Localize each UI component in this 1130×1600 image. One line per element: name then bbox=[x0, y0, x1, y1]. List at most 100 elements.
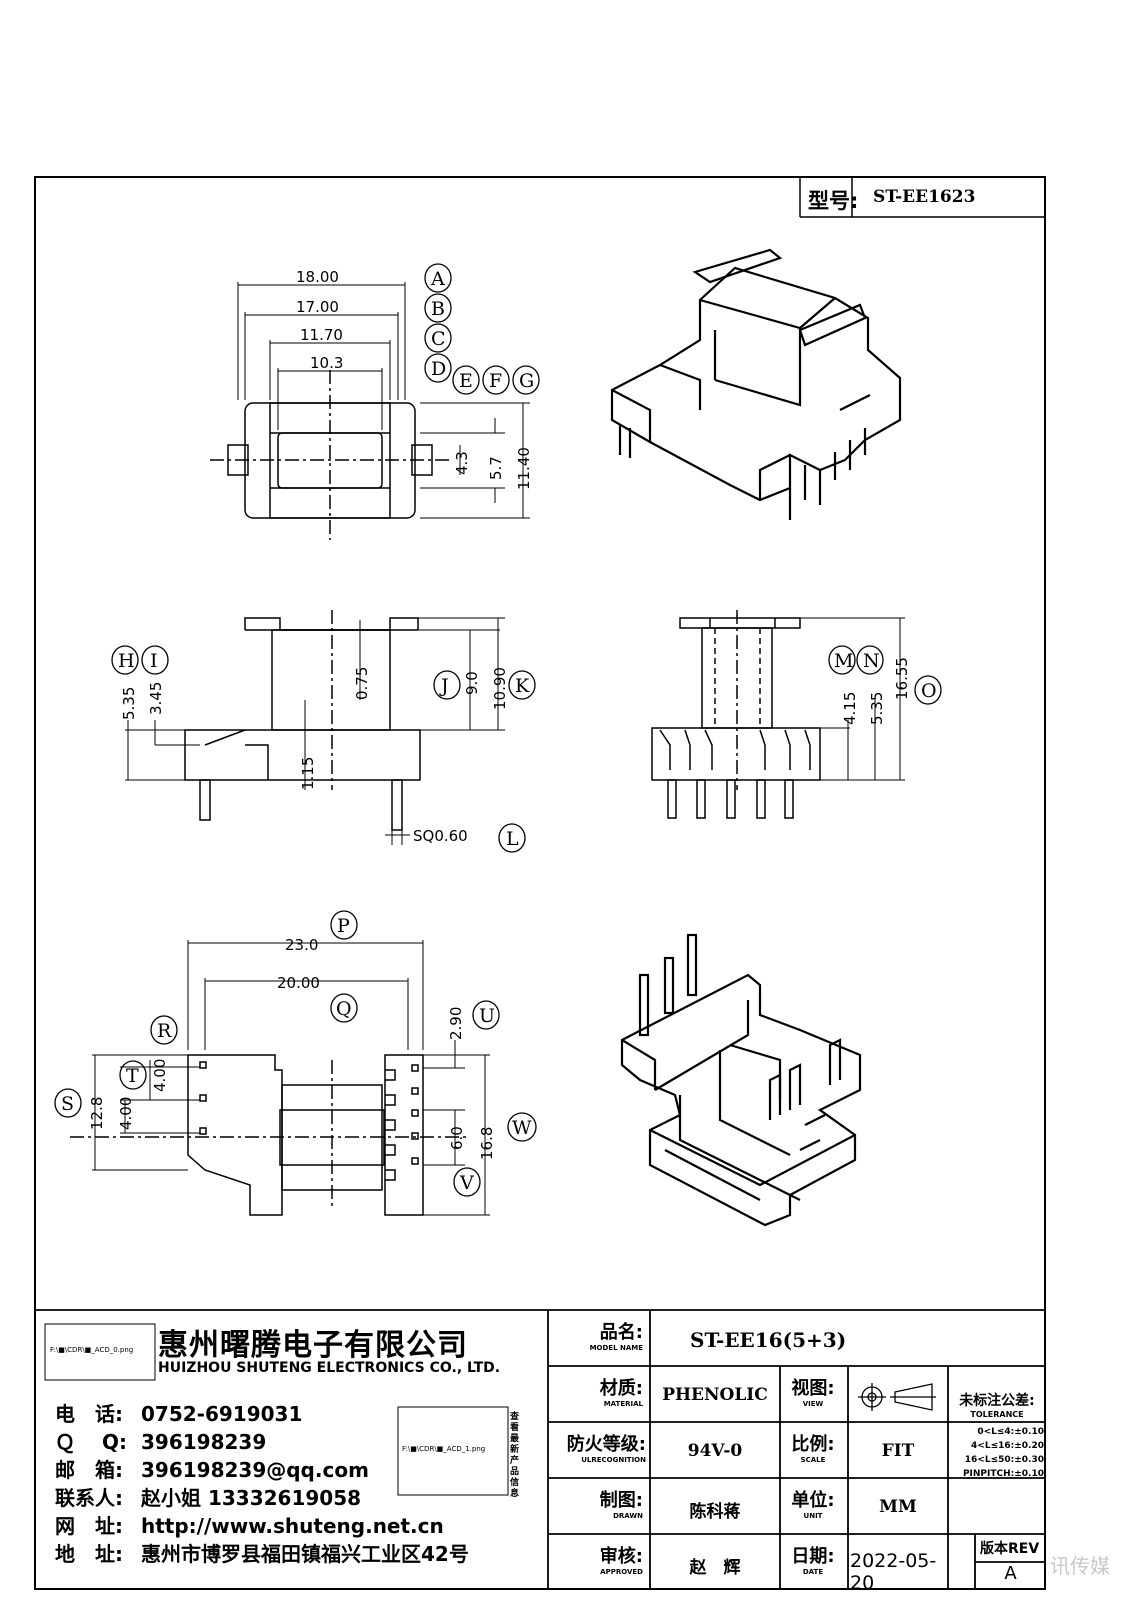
dim-3-45: 3.45 bbox=[147, 682, 165, 715]
tolerance-line-1: 0<L≤4:±0.10 bbox=[977, 1427, 1044, 1437]
balloon-u: U bbox=[472, 1000, 500, 1030]
svg-text:C: C bbox=[431, 328, 446, 350]
dim-2-90: 2.90 bbox=[447, 1007, 465, 1040]
dim-4-15: 4.15 bbox=[841, 692, 859, 725]
dim-10-3: 10.3 bbox=[310, 354, 343, 372]
dim-11-70: 11.70 bbox=[300, 326, 343, 344]
flammability-label: 防火等级: ULRECOGNITION bbox=[566, 1434, 646, 1464]
svg-text:G: G bbox=[519, 370, 534, 392]
svg-text:M: M bbox=[834, 650, 853, 672]
svg-text:O: O bbox=[921, 680, 937, 702]
iso-view-bottom bbox=[620, 933, 862, 1227]
balloon-l: L bbox=[498, 823, 526, 853]
dim-9-0: 9.0 bbox=[463, 671, 481, 695]
material-value: PHENOLIC bbox=[662, 1385, 768, 1405]
view-label: 视图: VIEW bbox=[791, 1378, 835, 1408]
balloon-p: P bbox=[330, 910, 358, 940]
dim-17-00: 17.00 bbox=[296, 298, 339, 316]
svg-text:W: W bbox=[512, 1117, 532, 1139]
dim-5-35-left: 5.35 bbox=[120, 687, 138, 720]
svg-text:A: A bbox=[430, 268, 445, 290]
svg-text:I: I bbox=[150, 650, 158, 672]
projection-symbol-icon bbox=[858, 1383, 936, 1411]
balloon-e: E bbox=[452, 365, 480, 395]
balloon-f: F bbox=[482, 365, 510, 395]
tolerance-block: 未标注公差: TOLERANCE 0<L≤4:±0.10 4<L≤16:±0.2… bbox=[950, 1390, 1044, 1481]
title-block-lines bbox=[34, 1309, 1046, 1590]
drawn-value: 陈科蒋 bbox=[689, 1502, 741, 1522]
balloon-w: W bbox=[507, 1112, 537, 1142]
balloon-s: S bbox=[54, 1088, 82, 1118]
top-view-drawing bbox=[210, 282, 530, 540]
balloon-t: T bbox=[119, 1060, 147, 1090]
dim-6-0: 6.0 bbox=[448, 1126, 466, 1150]
contact-email[interactable]: 邮 箱:396198239@qq.com bbox=[55, 1458, 369, 1482]
dim-10-90: 10.90 bbox=[491, 667, 509, 710]
dim-1-15: 1.15 bbox=[299, 757, 317, 790]
qr-caption: 查看最新产品信息 bbox=[510, 1412, 520, 1499]
model-header-value: ST-EE1623 bbox=[873, 187, 976, 207]
qr-code-placeholder: F:\■\CDR\■_ACD_1.png bbox=[402, 1445, 486, 1453]
svg-text:V: V bbox=[459, 1172, 474, 1194]
dim-4-00-lower: 4.00 bbox=[117, 1097, 135, 1130]
dim-16-55: 16.55 bbox=[893, 657, 911, 700]
svg-text:N: N bbox=[863, 650, 880, 672]
balloon-o: O bbox=[914, 675, 942, 705]
company-name-en: HUIZHOU SHUTENG ELECTRONICS CO., LTD. bbox=[158, 1360, 501, 1376]
unit-value: MM bbox=[879, 1497, 917, 1517]
contact-person: 联系人:赵小姐 13332619058 bbox=[55, 1486, 362, 1510]
svg-text:P: P bbox=[337, 915, 350, 937]
contact-qq: Ｑ Q:396198239 bbox=[55, 1430, 267, 1454]
balloon-q: Q bbox=[330, 993, 358, 1023]
balloon-b: B bbox=[424, 293, 452, 323]
date-label: 日期: DATE bbox=[791, 1546, 835, 1576]
bottom-view-drawing bbox=[70, 940, 490, 1216]
company-logo-placeholder: F:\■\CDR\■_ACD_0.png bbox=[50, 1346, 134, 1354]
balloon-d: D bbox=[424, 353, 452, 383]
dim-11-40: 11.40 bbox=[515, 447, 533, 490]
dim-20-00: 20.00 bbox=[277, 974, 320, 992]
dim-0-75: 0.75 bbox=[353, 667, 371, 700]
dim-16-8: 16.8 bbox=[478, 1127, 496, 1160]
approved-label: 审核: APPROVED bbox=[599, 1546, 643, 1576]
contact-list: 电 话:0752-6919031 Ｑ Q:396198239 邮 箱:39619… bbox=[55, 1398, 469, 1566]
svg-text:J: J bbox=[439, 675, 449, 697]
dim-4-3: 4.3 bbox=[453, 451, 471, 475]
approved-value: 赵 辉 bbox=[689, 1558, 741, 1578]
balloon-h: H bbox=[111, 645, 139, 675]
scale-label: 比例: SCALE bbox=[791, 1434, 835, 1464]
drawing-frame bbox=[34, 176, 1046, 1590]
dim-4-00-upper: 4.00 bbox=[151, 1059, 169, 1092]
side-view-drawing bbox=[125, 610, 505, 845]
tolerance-line-3: 16<L≤50:±0.30 bbox=[964, 1455, 1044, 1465]
revision-value: A bbox=[1004, 1563, 1017, 1584]
dim-sq0-60: SQ0.60 bbox=[413, 827, 468, 845]
balloon-i: I bbox=[141, 645, 169, 675]
balloon-v: V bbox=[453, 1167, 481, 1197]
material-label: 材质: MATERIAL bbox=[599, 1378, 643, 1408]
contact-phone: 电 话:0752-6919031 bbox=[55, 1402, 303, 1426]
svg-text:Q: Q bbox=[336, 998, 352, 1020]
balloon-j: J bbox=[433, 670, 461, 700]
svg-text:H: H bbox=[118, 650, 135, 672]
company-name-cn: 惠州曙腾电子有限公司 bbox=[158, 1328, 468, 1363]
contact-website[interactable]: 网 址:http://www.shuteng.net.cn bbox=[55, 1514, 444, 1538]
svg-text:T: T bbox=[126, 1065, 139, 1087]
drawn-label: 制图: DRAWN bbox=[599, 1490, 643, 1520]
balloon-c: C bbox=[424, 323, 452, 353]
iso-view-top bbox=[610, 248, 902, 520]
balloon-n: N bbox=[856, 645, 884, 675]
watermark: 讯传媒 bbox=[1050, 1554, 1110, 1578]
tolerance-line-4: PINPITCH:±0.10 bbox=[962, 1469, 1044, 1479]
date-value: 2022-05-20 bbox=[850, 1550, 937, 1594]
unit-label: 单位: UNIT bbox=[791, 1490, 835, 1520]
tolerance-line-2: 4<L≤16:±0.20 bbox=[971, 1441, 1044, 1451]
balloon-g: G bbox=[512, 365, 540, 395]
dim-12-8: 12.8 bbox=[88, 1097, 106, 1130]
model-name-label: 品名: MODEL NAME bbox=[589, 1322, 643, 1352]
svg-text:L: L bbox=[506, 828, 519, 850]
svg-text:B: B bbox=[431, 298, 445, 320]
balloon-r: R bbox=[150, 1015, 178, 1045]
dim-23-0: 23.0 bbox=[285, 936, 318, 954]
